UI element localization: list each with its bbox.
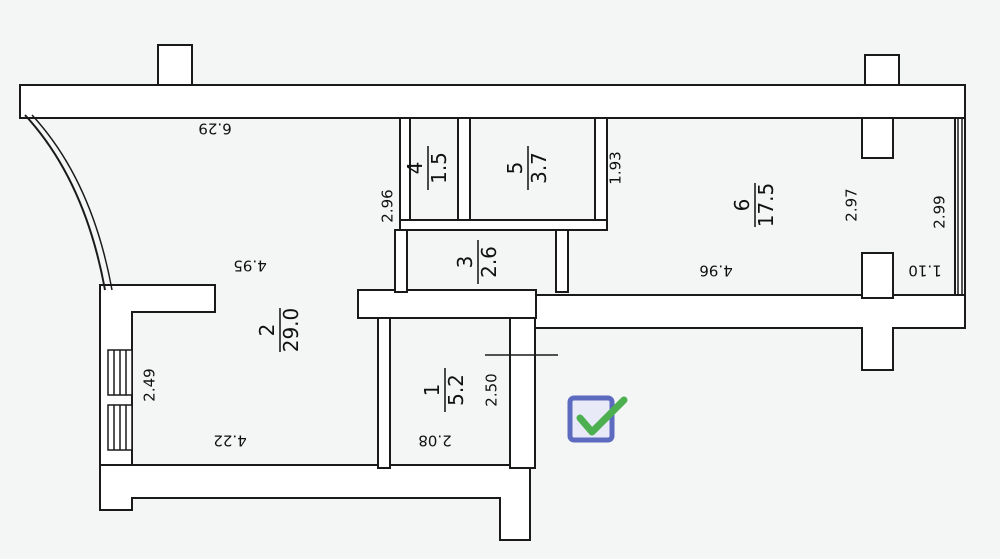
room-number: 4 (403, 162, 427, 175)
top-wall-stub-right (864, 54, 900, 86)
right-bottom-wall (529, 294, 966, 371)
dim-room5-height: 1.93 (607, 151, 625, 184)
balcony-partition-bottom (861, 252, 894, 299)
dim-balcony-height: 2.99 (931, 195, 949, 228)
room5-wall-right (594, 117, 608, 231)
room-number: 6 (730, 199, 754, 212)
room-area: 5.2 (444, 374, 468, 406)
dim-room2-left-height: 2.49 (141, 368, 159, 401)
checkmark-badge[interactable] (567, 395, 628, 443)
room-area: 17.5 (754, 183, 778, 228)
window-left (107, 349, 133, 451)
dimension-labels: 6.29 4.95 4.22 2.49 2.96 2.50 2.08 1.93 4.96 2.97… (141, 120, 949, 450)
dim-room2-top-width: 6.29 (198, 120, 231, 138)
balcony-partition-top (861, 117, 894, 159)
room3-wall-right (555, 229, 569, 293)
dim-room1-width: 2.08 (418, 432, 451, 450)
room1-left-wall (377, 317, 391, 469)
checkmark-icon (576, 396, 628, 436)
right-wall (954, 117, 966, 301)
balcony-arc (24, 114, 106, 291)
room-number: 2 (255, 324, 279, 337)
room-area: 29.0 (279, 308, 303, 353)
dim-room6-width: 4.96 (699, 262, 732, 280)
storage-bottom-wall (399, 219, 608, 231)
room-number: 3 (453, 256, 477, 269)
dim-room6-height: 2.97 (843, 188, 861, 221)
room-number: 5 (503, 162, 527, 175)
dim-room2-bottom-width: 4.22 (213, 432, 246, 450)
dim-room2-right-height: 2.96 (379, 189, 397, 222)
walls (19, 44, 966, 541)
room1-right-wall (509, 317, 536, 469)
room-area: 3.7 (527, 152, 551, 184)
room4-wall-right (457, 117, 471, 231)
door-mark (485, 340, 558, 370)
dim-room2-mid-width: 4.95 (233, 257, 266, 275)
room-number: 1 (420, 384, 444, 397)
room-area: 2.6 (477, 246, 501, 278)
bottom-wall (99, 464, 531, 541)
top-wall (19, 84, 966, 119)
room-area: 1.5 (427, 152, 451, 184)
balcony-arc-inner (31, 114, 113, 291)
top-wall-stub-left (157, 44, 193, 86)
dim-room1-height: 2.50 (483, 373, 501, 406)
room3-wall-left (394, 229, 408, 293)
corridor-wall (357, 289, 537, 319)
dim-balcony-width: 1.10 (908, 262, 941, 280)
badge-frame (567, 395, 615, 443)
window-right (957, 118, 963, 295)
